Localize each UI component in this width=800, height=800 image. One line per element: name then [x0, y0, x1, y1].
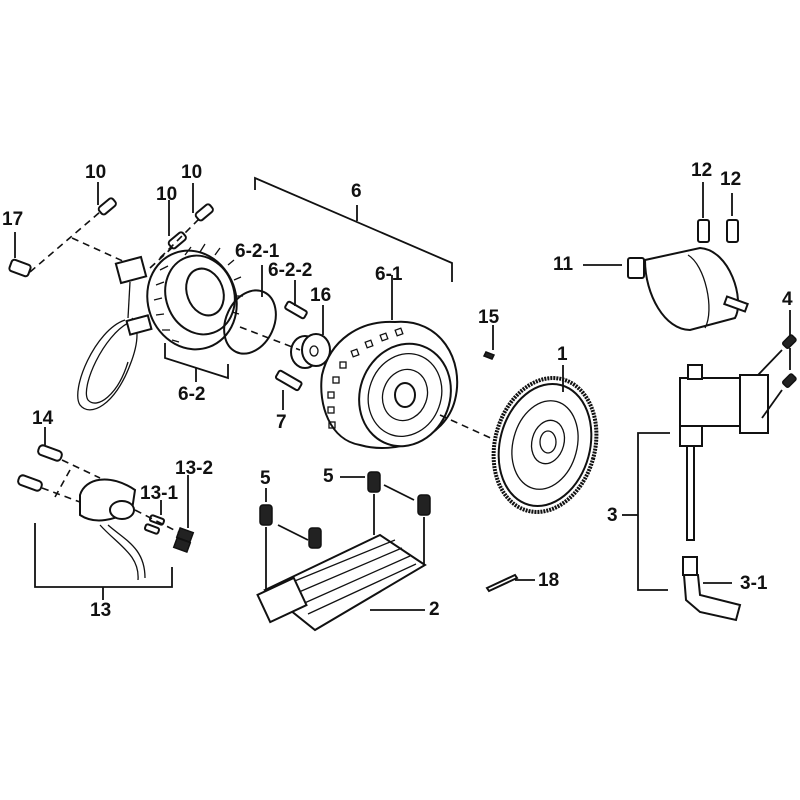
label-2: 2 — [429, 599, 440, 620]
grommet-cap-part[interactable] — [8, 258, 32, 278]
label-6: 6 — [351, 181, 362, 202]
label-6-2: 6-2 — [178, 384, 206, 405]
spark-plug-cap-part[interactable] — [682, 556, 742, 622]
grommet-13-2-parts[interactable] — [172, 526, 195, 554]
label-6-1: 6-1 — [375, 264, 403, 285]
label-18: 18 — [538, 570, 560, 591]
stud-bolt-part[interactable] — [274, 369, 303, 392]
label-14: 14 — [32, 408, 54, 429]
bolt-5-parts[interactable] — [259, 471, 431, 549]
label-10a: 10 — [85, 162, 107, 183]
nut-part[interactable] — [290, 333, 331, 369]
label-12a: 12 — [691, 160, 713, 181]
label-13-1: 13-1 — [140, 483, 179, 504]
label-10b: 10 — [156, 184, 178, 205]
label-3-1: 3-1 — [740, 573, 768, 594]
label-10c: 10 — [181, 162, 203, 183]
stator-part[interactable] — [77, 238, 251, 411]
label-1: 1 — [557, 344, 568, 365]
label-13: 13 — [90, 600, 112, 621]
label-7: 7 — [276, 412, 287, 433]
label-5a: 5 — [260, 468, 271, 489]
regulator-part[interactable] — [256, 533, 427, 632]
label-4: 4 — [782, 289, 793, 310]
label-17: 17 — [2, 209, 24, 230]
label-6-2-1: 6-2-1 — [235, 241, 280, 262]
label-16: 16 — [310, 285, 332, 306]
clip-part[interactable] — [214, 282, 285, 362]
bolt-10-parts[interactable] — [97, 197, 215, 250]
bolt-12-parts[interactable] — [697, 219, 739, 243]
bolt-4-parts[interactable] — [782, 334, 797, 388]
key-part[interactable] — [482, 351, 496, 360]
ignition-coil-part[interactable] — [679, 364, 769, 541]
gear-part[interactable] — [479, 366, 611, 523]
flywheel-part[interactable] — [320, 320, 465, 460]
bracket-6 — [254, 176, 453, 282]
bolt-6-2-2-part[interactable] — [284, 300, 308, 320]
label-6-2-2: 6-2-2 — [268, 260, 313, 281]
bracket-3 — [637, 432, 670, 591]
label-15: 15 — [478, 307, 500, 328]
label-11: 11 — [553, 254, 574, 275]
label-12b: 12 — [720, 169, 742, 190]
starter-motor-part[interactable] — [627, 246, 749, 332]
bolt-14-parts[interactable] — [17, 444, 63, 492]
label-3: 3 — [607, 505, 618, 526]
pulser-coil-part[interactable] — [79, 478, 146, 581]
label-13-2: 13-2 — [175, 458, 214, 479]
pin-part[interactable] — [485, 573, 519, 593]
connector-13-1-parts[interactable] — [143, 514, 166, 535]
label-5b: 5 — [323, 466, 334, 487]
